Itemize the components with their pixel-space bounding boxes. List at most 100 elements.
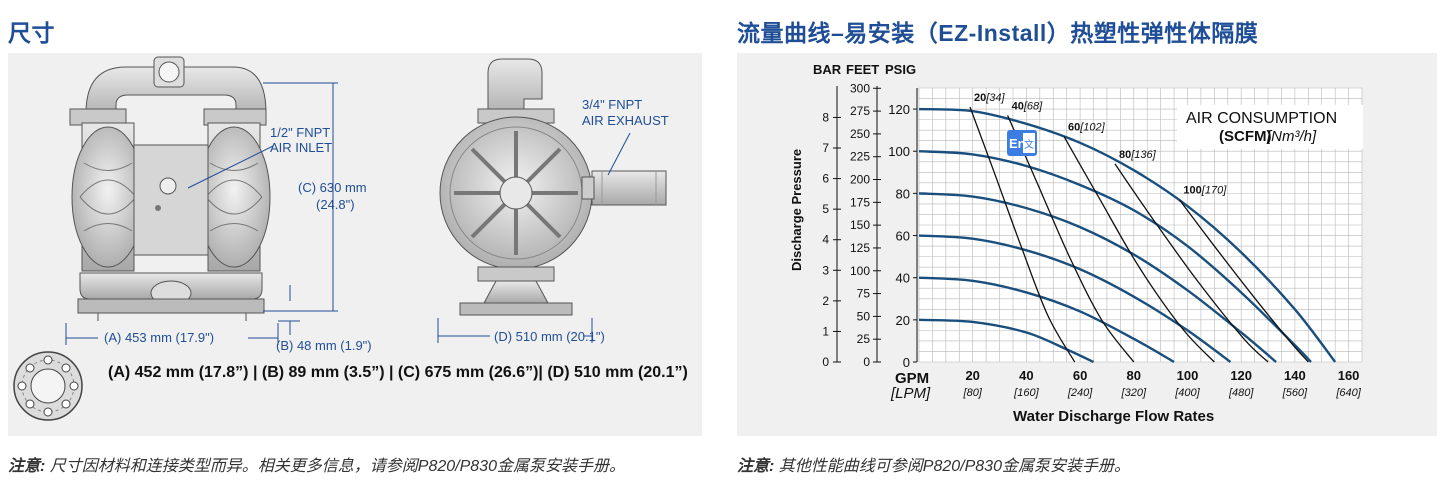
pump-side-view [439,58,667,316]
x-tick-lpm-label: [240] [1067,387,1093,399]
air-curve-label-80: 80[136] [1119,149,1157,161]
chart-labels: 20[34] 40[68] 60[102] 80[136] 100[170] [974,92,1227,197]
dim-b-label: (B) 48 mm (1.9") [276,338,372,353]
psig-tick-label: 100 [888,144,910,159]
feet-tick-label: 25 [857,332,871,346]
bar-tick-label: 8 [822,110,829,124]
bar-tick-label: 7 [822,141,829,155]
note-left-text: 尺寸因材料和连接类型而异。相关更多信息，请参阅P820/P830金属泵安装手册。 [45,458,625,475]
x-tick-lpm-label: [560] [1282,387,1308,399]
axis-header-bar: BAR [813,62,842,77]
side-dimension-lines [437,132,631,343]
air-exhaust-label-line1: 3/4" FNPT [582,97,642,112]
feet-tick-label: 300 [850,81,870,95]
feet-tick-label: 200 [850,173,870,187]
x-tick-gpm-label: 140 [1284,368,1306,383]
air-consumption-curves [969,106,1309,363]
feet-tick-label: 150 [850,218,870,232]
note-right-label: 注意: [737,458,775,475]
en-translate-icon[interactable]: En 文 [1007,130,1037,156]
psig-tick-label: 20 [896,313,910,328]
note-left: 注意: 尺寸因材料和连接类型而异。相关更多信息，请参阅P820/P830金属泵安… [8,452,625,476]
note-right-text: 其他性能曲线可参阅P820/P830金属泵安装手册。 [774,458,1130,475]
feet-tick-label: 50 [857,309,871,323]
x-tick-lpm-label: [80] [963,387,983,399]
x-tick-gpm-label: 60 [1073,368,1087,383]
x-unit-lpm: [LPM] [890,385,931,402]
air-curve-label-20: 20[34] [974,92,1006,104]
axis-header-psig: PSIG [885,62,916,77]
air-inlet-label-line1: 1/2" FNPT [270,125,330,140]
feet-tick-label: 75 [857,287,871,301]
y-axis-label: Discharge Pressure [789,149,804,271]
flange-bolt-pattern-icon [13,351,83,421]
air-curve-60scfm [1063,136,1215,363]
bar-tick-label: 6 [822,172,829,186]
dim-c-label-line1: (C) 630 mm [298,180,367,195]
pressure-curve-120psig [918,107,1337,363]
air-curve-label-40: 40[68] [1012,100,1044,112]
en-translate-icon-sub: 文 [1024,138,1034,151]
psig-tick-label: 80 [896,186,910,201]
air-consumption-unit-scfm: (SCFM) [1219,128,1272,145]
bar-tick-label: 4 [822,233,829,247]
flow-curve-chart: 0123456780255075100125150175200225250275… [789,62,1363,425]
air-curve-20scfm [969,106,1076,363]
psig-tick-label: 60 [896,229,910,244]
x-tick-lpm-label: [640] [1335,387,1361,399]
dim-c-label-line2: (24.8") [316,197,355,212]
bar-tick-label: 2 [822,294,829,308]
x-tick-gpm-label: 100 [1177,368,1199,383]
psig-tick-label: 0 [903,355,910,370]
x-tick-lpm-label: [480] [1228,387,1254,399]
psig-tick-label: 120 [888,102,910,117]
dim-d-label: (D) 510 mm (20.1") [494,329,605,344]
pressure-curve-60psig [918,234,1232,363]
dimensions-panel: 1/2" FNPT AIR INLET (C) 630 mm (24.8") (… [8,53,702,436]
axis-header-feet: FEET [846,62,879,77]
air-curve-80scfm [1114,163,1269,363]
x-tick-gpm-label: 20 [965,368,979,383]
feet-tick-label: 175 [850,195,870,209]
x-tick-lpm-label: [320] [1121,387,1147,399]
x-tick-gpm-label: 40 [1019,368,1033,383]
feet-tick-label: 100 [850,264,870,278]
bar-tick-label: 3 [822,263,829,277]
x-tick-lpm-label: [400] [1174,387,1200,399]
x-axis-label: Water Discharge Flow Rates [1013,408,1214,425]
note-right: 注意: 其他性能曲线可参阅P820/P830金属泵安装手册。 [737,452,1130,476]
pressure-curves [918,107,1337,364]
x-tick-gpm-label: 120 [1230,368,1252,383]
feet-tick-label: 250 [850,127,870,141]
x-unit-gpm: GPM [895,370,929,387]
pump-drawing: 1/2" FNPT AIR INLET (C) 630 mm (24.8") (… [13,56,688,421]
feet-tick-label: 275 [850,104,870,118]
air-curve-100scfm [1178,199,1309,363]
psig-tick-label: 40 [896,271,910,286]
chart-axes: 0123456780255075100125150175200225250275… [822,81,1361,399]
air-inlet-label-line2: AIR INLET [270,140,332,155]
bar-tick-label: 5 [822,202,829,216]
air-curve-40scfm [1007,115,1135,363]
dimension-summary: (A) 452 mm (17.8”) | (B) 89 mm (3.5”) | … [108,364,688,381]
bar-tick-label: 0 [822,355,829,369]
section-title-flow-curve: 流量曲线–易安装（EZ-Install）热塑性弹性体隔膜 [737,20,1259,46]
air-exhaust-label-line2: AIR EXHAUST [582,113,669,128]
en-translate-icon-text: En [1009,136,1026,151]
x-tick-lpm-label: [160] [1013,387,1039,399]
air-curve-label-100: 100[170] [1183,185,1227,197]
x-tick-gpm-label: 80 [1127,368,1141,383]
air-consumption-legend-bg [1177,105,1363,149]
bar-tick-label: 1 [822,324,829,338]
section-title-dimensions: 尺寸 [8,20,55,46]
feet-tick-label: 125 [850,241,870,255]
pump-front-view [69,56,271,321]
air-curve-label-60: 60[102] [1068,121,1106,133]
feet-tick-label: 0 [863,355,870,369]
air-consumption-unit-nm3h: [Nm³/h] [1266,128,1317,145]
pressure-curve-20psig [918,318,1095,364]
note-left-label: 注意: [8,458,46,475]
pressure-curve-40psig [918,276,1175,364]
front-dimension-lines [65,82,338,345]
